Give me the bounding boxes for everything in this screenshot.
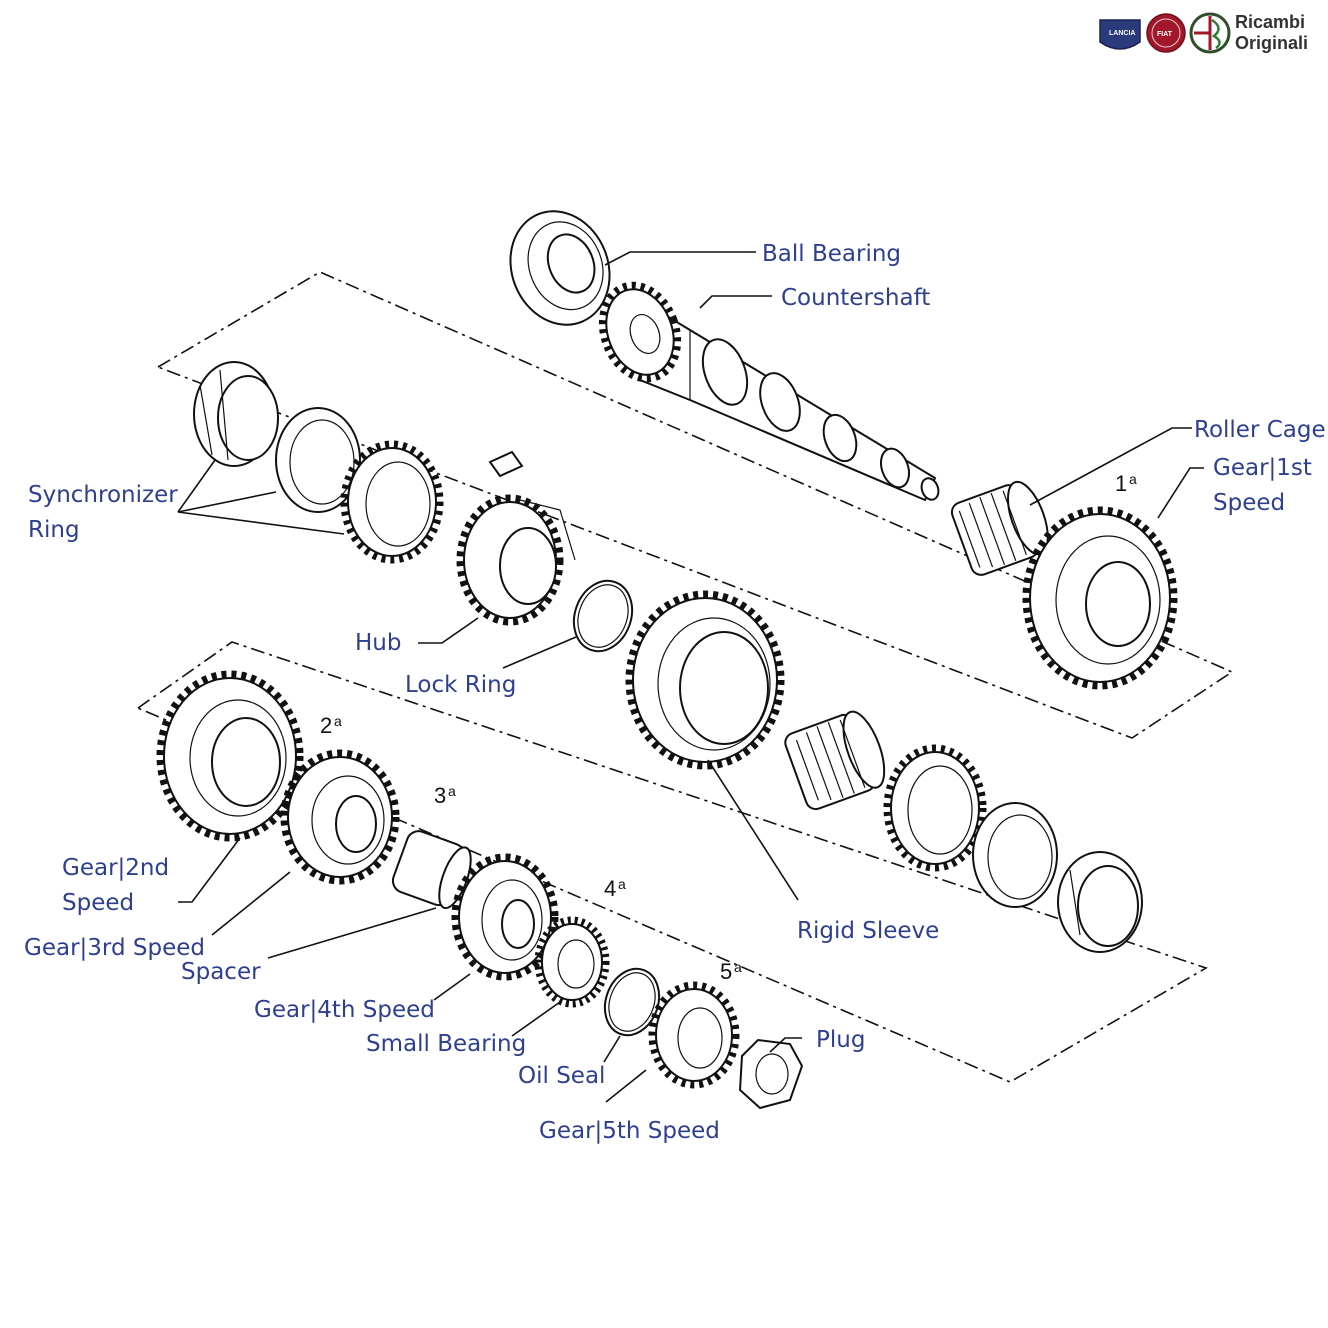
- gear-4th-speed: [451, 853, 559, 981]
- alfa-romeo-logo-icon: [1189, 12, 1231, 54]
- gear-number-4: 4 a: [604, 876, 626, 901]
- label-oil-seal: Oil Seal: [518, 1063, 605, 1089]
- roller-cage-middle: [784, 710, 886, 811]
- synchronizer-ring-4: [883, 744, 987, 872]
- synchronizer-ring-1: [193, 361, 279, 467]
- svg-text:1: 1: [1115, 471, 1127, 496]
- label-ball-bearing: Ball Bearing: [762, 241, 901, 267]
- label-gear-3rd: Gear|3rd Speed: [24, 935, 205, 961]
- svg-text:4: 4: [604, 876, 616, 901]
- svg-text:a: a: [334, 713, 342, 729]
- gear-5th-speed: [648, 981, 740, 1089]
- label-gear-2nd-line2: Speed: [62, 890, 134, 916]
- oil-seal: [603, 967, 661, 1037]
- label-roller-cage: Roller Cage: [1194, 417, 1326, 443]
- svg-text:a: a: [618, 876, 626, 892]
- svg-text:a: a: [734, 959, 742, 975]
- rigid-sleeve: [625, 590, 785, 770]
- gear-number-1: 1 a: [1115, 471, 1137, 496]
- label-hub: Hub: [355, 630, 401, 656]
- label-synchronizer-line2: Ring: [28, 517, 80, 543]
- svg-text:2: 2: [320, 713, 332, 738]
- label-gear-1st-line2: Speed: [1213, 490, 1285, 516]
- svg-text:3: 3: [434, 783, 446, 808]
- label-small-bearing: Small Bearing: [366, 1031, 526, 1057]
- leader-lines: [177, 251, 1204, 1103]
- gear-1st-speed: [1022, 506, 1178, 690]
- hub: [456, 494, 576, 626]
- label-lock-ring: Lock Ring: [405, 672, 516, 698]
- gear-3rd-speed: [280, 749, 400, 885]
- label-synchronizer-line1: Synchronizer: [28, 482, 178, 508]
- label-gear-1st-line1: Gear|1st: [1213, 455, 1312, 481]
- spacer: [391, 830, 472, 910]
- gear-number-2: 2 a: [320, 713, 342, 738]
- gear-2nd-speed: [156, 670, 304, 842]
- svg-text:5: 5: [720, 959, 732, 984]
- label-plug: Plug: [816, 1027, 865, 1053]
- label-gear-2nd-line1: Gear|2nd: [62, 855, 169, 881]
- brand-line-1: Ricambi: [1235, 12, 1305, 32]
- lock-ring: [572, 579, 634, 653]
- plug: [738, 1038, 804, 1110]
- ball-bearing: [509, 210, 611, 326]
- label-rigid-sleeve: Rigid Sleeve: [797, 918, 939, 944]
- brand-logos: LANCIA FIAT Ricambi Originali: [1099, 12, 1308, 54]
- small-bearing: [534, 916, 610, 1008]
- lancia-logo-text: LANCIA: [1109, 30, 1135, 37]
- lower-assembly-outline: [136, 641, 1208, 1083]
- gear-number-3: 3 a: [434, 783, 456, 808]
- label-countershaft: Countershaft: [781, 285, 930, 311]
- label-gear-4th: Gear|4th Speed: [254, 997, 435, 1023]
- brand-line-2: Originali: [1235, 33, 1308, 53]
- fiat-logo-icon: FIAT: [1146, 13, 1186, 53]
- roller-cage-upper: [950, 480, 1049, 576]
- lancia-logo-icon: LANCIA: [1099, 19, 1141, 50]
- fiat-logo-text: FIAT: [1157, 31, 1173, 38]
- label-spacer: Spacer: [181, 959, 261, 985]
- sliding-key: [488, 450, 524, 478]
- upper-assembly-outline: [156, 271, 1234, 739]
- svg-text:a: a: [448, 783, 456, 799]
- label-gear-5th: Gear|5th Speed: [539, 1118, 720, 1144]
- countershaft: [598, 281, 940, 502]
- gear-number-5: 5 a: [720, 959, 742, 984]
- synchronizer-ring-5: [972, 802, 1058, 908]
- svg-text:a: a: [1129, 471, 1137, 487]
- synchronizer-ring-3: [340, 440, 444, 564]
- synchronizer-ring-6: [1057, 851, 1143, 953]
